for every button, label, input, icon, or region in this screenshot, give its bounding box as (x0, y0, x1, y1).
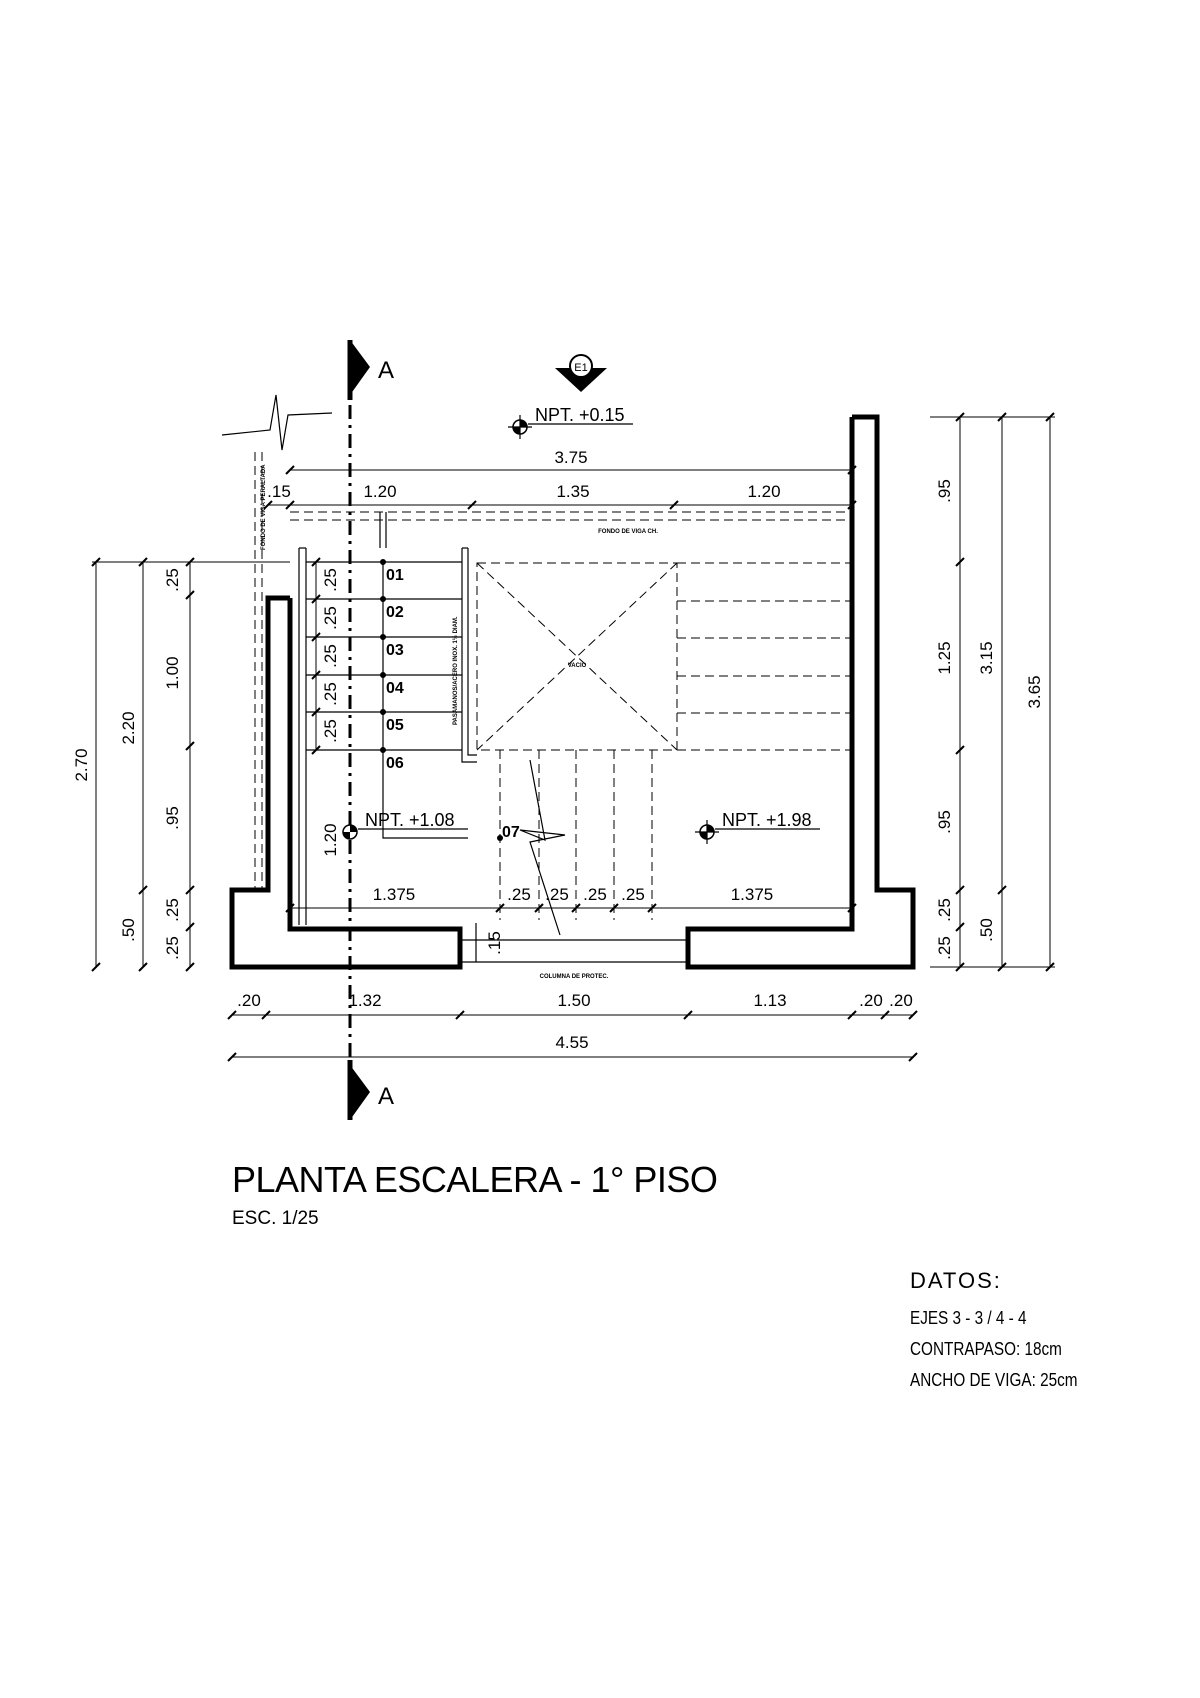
dim-label: .95 (935, 479, 954, 503)
dim-label: .25 (163, 898, 182, 922)
dim-label: .20 (859, 991, 883, 1010)
dim-label: .25 (321, 644, 340, 668)
stair-void: VACIO (476, 562, 678, 751)
step-number: 03 (386, 642, 404, 659)
stair-treads-left (306, 512, 503, 841)
note-bottom-beam: COLUMNA DE PROTEC. (540, 974, 609, 980)
stair-treads-right (499, 562, 852, 936)
section-cut-bottom: A (347, 1060, 394, 1120)
note-handrail: PASAMANOS/ACERO INOX. 1½ DIAM. (452, 616, 459, 725)
level-label-left: NPT. +1.08 (365, 810, 455, 830)
dimensions-treads: .25 .25 .25 .25 .25 1.20 (311, 557, 340, 857)
level-label-top: NPT. +0.15 (535, 405, 625, 425)
dimensions-top: 3.75 .15 1.20 1.35 1.20 (263, 448, 857, 510)
dim-label: 1.13 (753, 991, 786, 1010)
level-marker-right: NPT. +1.98 (695, 810, 820, 844)
walls (229, 414, 916, 970)
dim-label: .50 (977, 918, 996, 942)
dim-label: .25 (935, 936, 954, 960)
handrail: PASAMANOS/ACERO INOX. 1½ DIAM. (452, 547, 477, 763)
dim-label: 1.35 (556, 482, 589, 501)
dimensions-mid: 1.375 .25 .25 .25 .25 1.375 .15 (285, 885, 857, 955)
step-number: 05 (386, 717, 404, 734)
break-line (221, 394, 333, 451)
dim-label: .25 (321, 606, 340, 630)
dim-label: 1.20 (363, 482, 396, 501)
level-marker-top: NPT. +0.15 (508, 405, 633, 439)
dim-label: .25 (163, 568, 182, 592)
dim-label: 3.15 (977, 641, 996, 674)
section-label-bottom: A (378, 1083, 394, 1110)
step-number: 01 (386, 567, 404, 584)
elevation-tag-label: E1 (574, 362, 587, 374)
datos-heading: DATOS: (910, 1268, 1002, 1293)
dim-label: .50 (119, 918, 138, 942)
dim-label: 4.55 (555, 1033, 588, 1052)
dim-label: 3.65 (1025, 675, 1044, 708)
dimensions-right: .95 1.25 .95 .25 .25 3.15 .50 3.65 (930, 412, 1055, 972)
dimensions-left: .25 1.00 .95 .25 .25 2.20 .50 2.70 (72, 557, 290, 972)
beam-lines: FONDO DE VIGA CH. FONDO DE VIGA PERALTAD… (254, 452, 852, 890)
dimensions-bottom: .20 1.32 1.50 1.13 .20 .20 4.55 (227, 991, 918, 1062)
dim-label: .25 (545, 885, 569, 904)
dim-label: .25 (935, 898, 954, 922)
dim-label: 1.20 (321, 823, 340, 856)
dim-label: .20 (237, 991, 261, 1010)
dim-label: .25 (583, 885, 607, 904)
dim-label: .25 (621, 885, 645, 904)
drawing-title: PLANTA ESCALERA - 1° PISO (232, 1159, 718, 1200)
dim-label: 2.70 (72, 748, 91, 781)
dim-label: .15 (267, 482, 291, 501)
section-cut-top: A (347, 340, 394, 400)
datos-block: DATOS: EJES 3 - 3 / 4 - 4 CONTRAPASO: 18… (910, 1268, 1107, 1401)
dim-label: .25 (163, 936, 182, 960)
note-void: VACIO (568, 663, 587, 669)
section-label-top: A (378, 357, 394, 384)
dim-label: 1.32 (348, 991, 381, 1010)
door-opening: COLUMNA DE PROTEC. (460, 923, 688, 980)
dim-label: 1.375 (731, 885, 774, 904)
dim-label: .25 (507, 885, 531, 904)
dim-label: 1.50 (557, 991, 590, 1010)
dim-label: 3.75 (554, 448, 587, 467)
datos-line: ANCHO DE VIGA: 25cm (910, 1370, 1078, 1390)
step-numbers: 01 02 03 04 05 06 07 (386, 567, 520, 841)
drawing-scale: ESC. 1/25 (232, 1208, 319, 1229)
datos-line: EJES 3 - 3 / 4 - 4 (910, 1308, 1027, 1328)
dim-label: .25 (321, 682, 340, 706)
step-number: 02 (386, 604, 404, 621)
stair-plan-drawing: A A E1 COLUMNA DE PROTEC. F (72, 340, 1055, 1120)
dim-label: 2.20 (119, 711, 138, 744)
note-beam-left: FONDO DE VIGA PERALTADA (261, 464, 267, 550)
note-beam-top: FONDO DE VIGA CH. (598, 529, 658, 535)
dim-label: .95 (163, 806, 182, 830)
datos-line: CONTRAPASO: 18cm (910, 1339, 1062, 1359)
dim-label: .25 (321, 568, 340, 592)
dim-label: 1.00 (163, 656, 182, 689)
level-marker-left: NPT. +1.08 (342, 810, 468, 840)
title-block: PLANTA ESCALERA - 1° PISO ESC. 1/25 (232, 1159, 718, 1230)
dim-label: .20 (889, 991, 913, 1010)
level-label-right: NPT. +1.98 (722, 810, 812, 830)
dim-label: 1.20 (747, 482, 780, 501)
step-number: 06 (386, 755, 404, 772)
step-number: 04 (386, 680, 404, 697)
dim-label: .95 (935, 810, 954, 834)
elevation-tag: E1 (555, 354, 607, 392)
dim-label: .25 (321, 719, 340, 743)
dim-label: .15 (485, 931, 504, 955)
dim-label: 1.25 (935, 641, 954, 674)
dim-label: 1.375 (373, 885, 416, 904)
step-number: 07 (502, 824, 520, 841)
